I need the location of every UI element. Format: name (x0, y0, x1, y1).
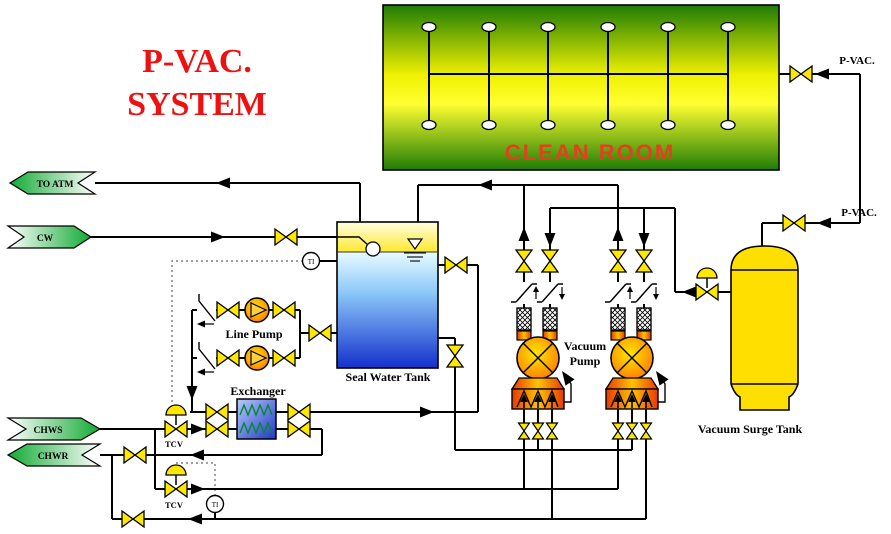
line-pump-valve (216, 349, 240, 367)
tank-suction-valve (308, 324, 332, 342)
line-pump-1 (244, 297, 270, 323)
seal-water-tank: Seal Water Tank (336, 221, 439, 384)
tank-drain-valve (446, 344, 464, 368)
chwr-tag (6, 443, 103, 467)
drain-valve (639, 422, 653, 440)
tcv-lower-label: TCV (165, 500, 184, 510)
tcv-lower-valve (164, 464, 188, 498)
vacuum-pump-label-line2: Pump (570, 354, 601, 368)
chwr-bypass-valve (121, 510, 145, 528)
pump-suction-valve (635, 249, 653, 273)
vacuum-pump-label-line1: Vacuum (564, 339, 606, 353)
clean-room-header-pipe (428, 28, 729, 124)
exchanger-valve (287, 420, 311, 438)
exchanger-valve (287, 403, 311, 421)
tcv-upper-valve (164, 404, 188, 438)
ti-lower-label: TI (212, 501, 219, 509)
tank-outlet-valve (444, 256, 468, 274)
line-pump-valve (272, 301, 296, 319)
cw-label: CW (37, 234, 54, 244)
clean-room-drop-caps (421, 21, 736, 131)
to-atm-label: TO ATM (37, 180, 74, 190)
seal-water-tank-label: Seal Water Tank (346, 370, 431, 384)
chwr-valve (123, 446, 147, 464)
flow-tags (5, 171, 103, 467)
clean-room-label: CLEAN ROOM (505, 140, 675, 165)
flow-tag-labels: TO ATM CW CHWS CHWR (33, 180, 73, 462)
exchanger-valve (205, 403, 229, 421)
chws-tag (5, 417, 102, 441)
ti-upper-label: TI (308, 258, 315, 266)
surge-tank-control-valve (695, 267, 719, 301)
tcv-upper-label: TCV (165, 439, 184, 449)
vacuum-pump-left (510, 249, 575, 440)
strainer-icon (636, 307, 652, 331)
vacuum-surge-tank-label: Vacuum Surge Tank (698, 422, 803, 436)
pvac-bottom-label: P-VAC. (841, 207, 877, 219)
exchanger-valve (205, 420, 229, 438)
pvac-bottom-valve (782, 214, 806, 232)
page-title-line1: P-VAC. (142, 43, 252, 80)
exchanger-label: Exchanger (230, 384, 286, 398)
strainer-icon (516, 307, 532, 331)
exchanger: Exchanger (230, 384, 286, 440)
cw-tag (6, 225, 93, 249)
drain-valve (625, 422, 639, 440)
drain-valve (611, 422, 625, 440)
water-level-symbol (404, 238, 426, 262)
chwr-label: CHWR (38, 452, 69, 462)
line-pump-valve (272, 349, 296, 367)
vacuum-surge-tank: Vacuum Surge Tank (698, 245, 803, 436)
pump-suction-valve (541, 249, 559, 273)
line-pump-label: Line Pump (225, 327, 282, 341)
drain-valve (545, 422, 559, 440)
pump-discharge-valve (515, 249, 533, 273)
line-pump-2 (244, 345, 270, 371)
pvac-top-valve (789, 65, 813, 83)
pump-discharge-valve (609, 249, 627, 273)
strainer-icon (610, 307, 626, 331)
line-pump-valve (216, 301, 240, 319)
drain-valve (517, 422, 531, 440)
instruments: TI TI TCV TCV (165, 251, 321, 514)
float-valve (337, 236, 381, 257)
drain-valve (531, 422, 545, 440)
line-pump-group: Line Pump (196, 293, 283, 377)
exchanger-coils (239, 403, 273, 435)
chws-label: CHWS (33, 426, 62, 436)
instrument-signal-lines (171, 260, 303, 495)
pvac-top-label: P-VAC. (839, 55, 875, 67)
vacuum-pump-right (604, 249, 669, 440)
page-title-line2: SYSTEM (127, 86, 267, 123)
to-atm-tag (8, 171, 98, 195)
strainer-icon (542, 307, 558, 331)
clean-room: CLEAN ROOM (382, 4, 780, 171)
cw-inlet-valve (274, 228, 298, 246)
